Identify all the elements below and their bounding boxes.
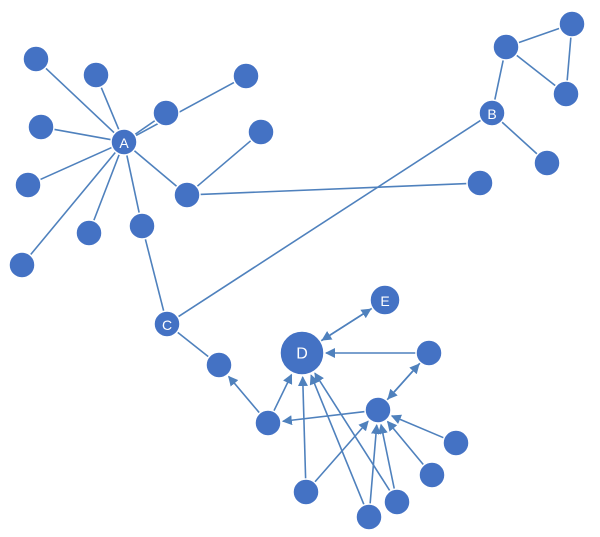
node-E [369, 284, 401, 316]
node-label-B: B [487, 106, 496, 122]
node-c1 [205, 351, 233, 379]
node-A [110, 128, 138, 156]
node-a8 [232, 62, 260, 90]
edge-d6-to-D [314, 372, 391, 492]
node-B [478, 99, 506, 127]
edges-layer [29, 27, 572, 506]
edge-A-to-a9 [133, 149, 178, 188]
edge-A-to-a10 [125, 154, 141, 214]
edge-d3-to-d1 [281, 410, 366, 426]
node-d5 [418, 461, 446, 489]
edge-A-to-a7 [134, 119, 156, 136]
node-a9 [173, 181, 201, 209]
node-b2 [558, 10, 586, 38]
node-d7 [355, 503, 383, 531]
node-d1 [254, 409, 282, 437]
node-d4 [442, 429, 470, 457]
edge-C-to-c1 [176, 331, 210, 358]
edge-A-to-a3 [53, 128, 112, 141]
edge-E-to-D [321, 307, 373, 341]
node-a5 [8, 251, 36, 279]
node-a3 [27, 113, 55, 141]
node-b1 [492, 33, 520, 61]
edge-d7-to-D [309, 374, 365, 506]
edge-A-to-a5 [29, 151, 117, 256]
edge-A-to-a8 [135, 81, 235, 137]
node-label-C: C [162, 317, 172, 333]
node-d8 [292, 478, 320, 506]
node-D [279, 330, 325, 376]
edge-b1-to-b2 [518, 27, 560, 44]
edge-A-to-a2 [100, 86, 120, 131]
edge-d5-to-d3 [386, 420, 425, 466]
nodes-layer: A B C D E [8, 10, 586, 531]
node-a11 [247, 118, 275, 146]
node-a6 [75, 219, 103, 247]
node-b4 [533, 149, 561, 177]
node-d6 [383, 488, 411, 516]
node-C [153, 310, 181, 338]
edge-A-to-a4 [39, 146, 113, 181]
node-b3 [552, 80, 580, 108]
edge-d2-to-d3 [387, 362, 421, 400]
node-a4 [14, 171, 42, 199]
edge-d7-to-d3 [369, 423, 381, 505]
edge-d4-to-d3 [390, 414, 445, 439]
edge-B-to-b4 [501, 121, 538, 155]
edge-a10-to-C [144, 238, 165, 312]
node-label-E: E [380, 293, 389, 309]
edge-A-to-a1 [44, 67, 116, 134]
edge-b2-to-b3 [566, 36, 572, 82]
edge-b1-to-b3 [515, 54, 557, 87]
edge-a9-to-b5 [199, 182, 468, 196]
node-a2 [82, 61, 110, 89]
node-label-D: D [296, 346, 308, 363]
edge-d8-to-d3 [313, 420, 369, 483]
node-a7 [152, 99, 180, 127]
node-a10 [128, 212, 156, 240]
edge-d6-to-d3 [377, 423, 396, 490]
edge-C-to-B [177, 119, 482, 318]
edge-d1-to-c1 [228, 375, 261, 414]
node-d3 [364, 396, 392, 424]
node-label-A: A [119, 135, 129, 151]
edge-d8-to-D [297, 375, 308, 480]
edge-a9-to-a11 [196, 139, 252, 188]
edge-A-to-a6 [92, 153, 121, 222]
edge-B-to-b1 [493, 59, 505, 101]
node-a1 [22, 45, 50, 73]
node-b5 [466, 169, 494, 197]
edge-d1-to-D [272, 373, 293, 412]
node-d2 [415, 339, 443, 367]
